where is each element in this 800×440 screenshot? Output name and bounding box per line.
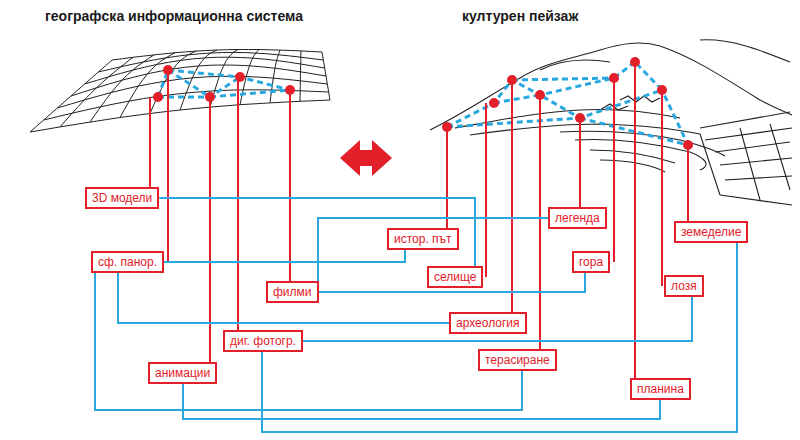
topic-label: земеделие [681,225,741,239]
topic-label: археология [456,316,520,330]
topic-box: земеделие [674,221,748,243]
topic-label: 3D модели [92,191,152,205]
topic-label: филми [273,285,312,299]
topic-label: анимации [155,366,210,380]
topic-label: сф. панор. [98,255,157,269]
topic-box: 3D модели [85,187,159,209]
topic-label: лозя [671,279,697,293]
location-dots [153,57,693,150]
gis-grid [30,50,330,133]
topic-box: планина [630,378,691,400]
connector [262,243,737,432]
topic-label: истор. път [394,232,452,246]
connector [164,250,405,262]
topic-box: филми [266,281,319,303]
landscape-sketch [430,40,792,205]
section-heading: географска информационна система [45,8,303,24]
topic-box: археология [449,312,527,334]
connector [118,273,449,323]
leader-lines [150,62,688,389]
connector [303,297,692,341]
topic-label: селище [434,270,476,284]
topic-label: диг. фотогр. [230,334,296,348]
section-heading: културен пейзаж [462,8,578,24]
double-arrow [340,140,392,176]
topic-box: истор. път [387,228,459,250]
topic-box: легенда [548,207,607,229]
topic-label: гора [579,255,603,269]
topic-box: селище [427,266,483,288]
topic-label: легенда [555,211,600,225]
topic-label: терасиране [485,353,550,367]
topic-box: гора [572,251,610,273]
connector [95,273,522,410]
topic-box: сф. панор. [91,251,164,273]
topic-box: терасиране [478,349,557,371]
connector [183,384,660,419]
grid-lines [30,50,330,133]
topic-box: лозя [664,275,704,297]
topic-label: планина [637,382,684,396]
topic-box: диг. фотогр. [223,330,303,352]
topic-box: анимации [148,362,217,384]
